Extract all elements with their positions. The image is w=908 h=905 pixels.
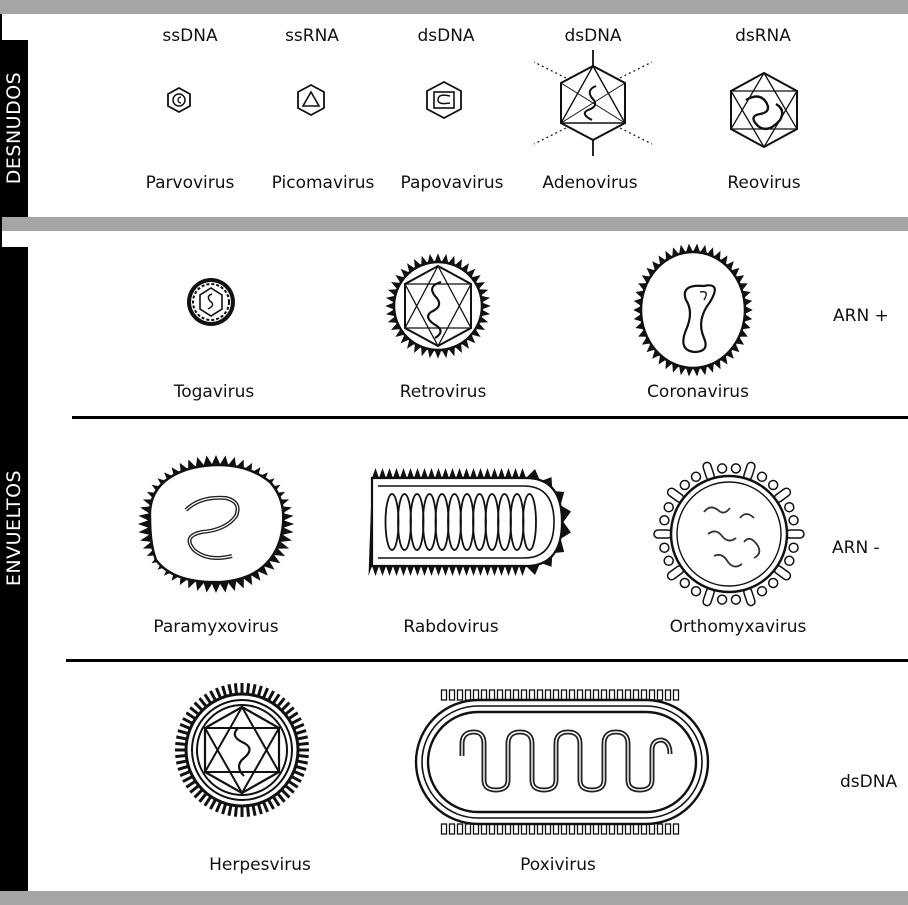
genome-type-label: ARN + <box>833 306 889 326</box>
naked-virus-name: Picomavirus <box>272 173 375 193</box>
enveloped-virus-name: Orthomyxavirus <box>670 617 807 637</box>
poxvirus-icon <box>404 684 720 840</box>
enveloped-virus-name: Coronavirus <box>647 382 749 402</box>
naked-genome-label: dsDNA <box>564 26 621 46</box>
naked-genome-label: ssRNA <box>285 26 339 46</box>
reovirus-icon <box>724 70 804 150</box>
genome-type-label: dsDNA <box>840 772 897 792</box>
enveloped-virus-name: Paramyxovirus <box>153 617 278 637</box>
enveloped-virus-name: Poxivirus <box>520 855 596 875</box>
row-divider <box>72 416 908 419</box>
section-separator-band <box>0 217 908 231</box>
naked-genome-label: ssDNA <box>162 26 217 46</box>
togavirus-icon <box>184 275 238 329</box>
adenovirus-icon <box>530 48 656 158</box>
enveloped-virus-name: Rabdovirus <box>403 617 498 637</box>
coronavirus-icon <box>630 242 756 378</box>
enveloped-sidebar-title: ENVUELTOS <box>3 470 25 586</box>
naked-virus-name: Papovavirus <box>401 173 504 193</box>
orthomyxovirus-icon <box>648 454 810 614</box>
retrovirus-icon <box>383 252 493 360</box>
naked-sidebar-title: DESNUDOS <box>3 72 25 184</box>
picornavirus-icon <box>295 83 327 117</box>
rhabdovirus-icon <box>366 464 572 580</box>
enveloped-virus-name: Retrovirus <box>400 382 487 402</box>
top-band <box>0 0 908 14</box>
parvovirus-icon <box>165 86 193 114</box>
papovavirus-icon <box>424 80 464 120</box>
row-divider <box>66 659 908 662</box>
naked-sidebar: DESNUDOS <box>0 40 28 217</box>
naked-genome-label: dsDNA <box>417 26 474 46</box>
enveloped-sidebar: ENVUELTOS <box>0 247 28 891</box>
naked-virus-name: Reovirus <box>727 173 800 193</box>
herpesvirus-icon <box>172 680 312 820</box>
paramyxovirus-icon <box>130 448 300 596</box>
genome-type-label: ARN - <box>832 538 880 558</box>
enveloped-virus-name: Herpesvirus <box>209 855 311 875</box>
enveloped-virus-name: Togavirus <box>174 382 255 402</box>
bottom-band <box>0 891 908 905</box>
naked-virus-name: Adenovirus <box>542 173 637 193</box>
naked-genome-label: dsRNA <box>735 26 791 46</box>
naked-virus-name: Parvovirus <box>146 173 235 193</box>
